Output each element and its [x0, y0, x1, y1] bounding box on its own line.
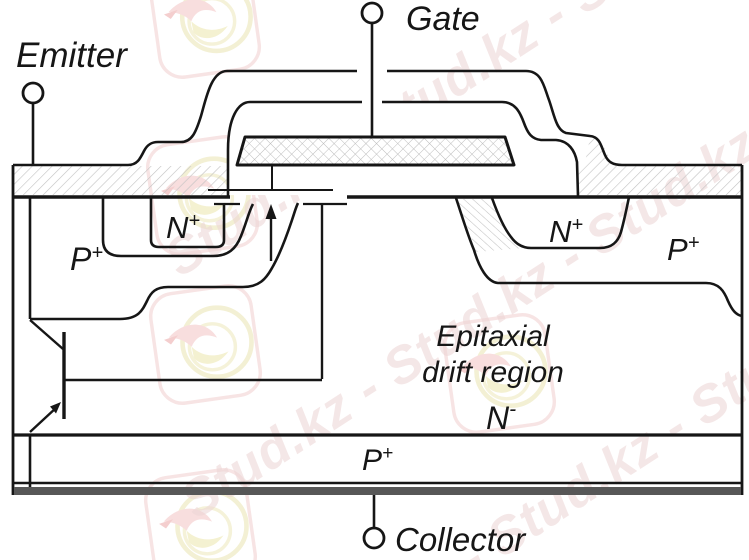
n-plus-right-region-outline — [490, 196, 631, 250]
emitter-terminal-circle — [21, 81, 45, 105]
left-n-plus-label: N+ — [166, 210, 200, 245]
bjt-emitter-lead — [29, 406, 58, 433]
watermark-layer: Stud.kz - Stud.kz - Stud.kz Stud.kz - St… — [143, 0, 749, 560]
drift-n-minus-label: N- — [486, 398, 516, 436]
oxide-contour-left — [226, 100, 362, 196]
metal-contour-left — [13, 69, 357, 167]
right-n-plus-label: N+ — [549, 214, 583, 249]
substrate-p-plus-label: P+ — [362, 443, 393, 477]
oxide-contour-right — [382, 100, 580, 197]
collector-label: Collector — [395, 521, 527, 558]
collector-terminal-circle — [362, 526, 386, 550]
gate-terminal-circle — [360, 1, 384, 25]
collector-metal-band — [14, 487, 741, 495]
p-plus-left-outline — [28, 197, 300, 321]
drift-region-label-line2: drift region — [422, 356, 564, 389]
diagram-lines — [11, 1, 744, 550]
metal-step-right — [584, 137, 612, 166]
emitter-metal-hatch — [14, 137, 741, 252]
watermark-text-group: Stud.kz - Stud.kz - Stud.kz Stud.kz - St… — [155, 0, 749, 560]
metal-band-left — [14, 166, 240, 195]
labels-layer: Emitter Gate Collector P+ N+ N+ P+ P+ Ep… — [16, 0, 699, 558]
emitter-label: Emitter — [16, 36, 128, 75]
p-body-left-outline — [101, 197, 255, 258]
metal-band-right — [570, 166, 741, 195]
gate-polysilicon — [235, 135, 516, 167]
channel-arrow-head — [265, 204, 277, 219]
n-plus-left-region-outline — [149, 197, 226, 249]
bjt-emitter-arrow-head — [50, 402, 61, 414]
left-p-plus-label: P+ — [70, 241, 103, 277]
gate-label: Gate — [406, 0, 480, 38]
p-plus-neck-hatch — [456, 199, 524, 252]
drift-region-label-line1: Epitaxial — [436, 320, 551, 353]
p-plus-right-outline — [454, 197, 743, 318]
right-p-plus-label: P+ — [667, 232, 699, 267]
metal-contour-right — [387, 69, 742, 167]
bjt-collector-lead — [29, 319, 64, 350]
